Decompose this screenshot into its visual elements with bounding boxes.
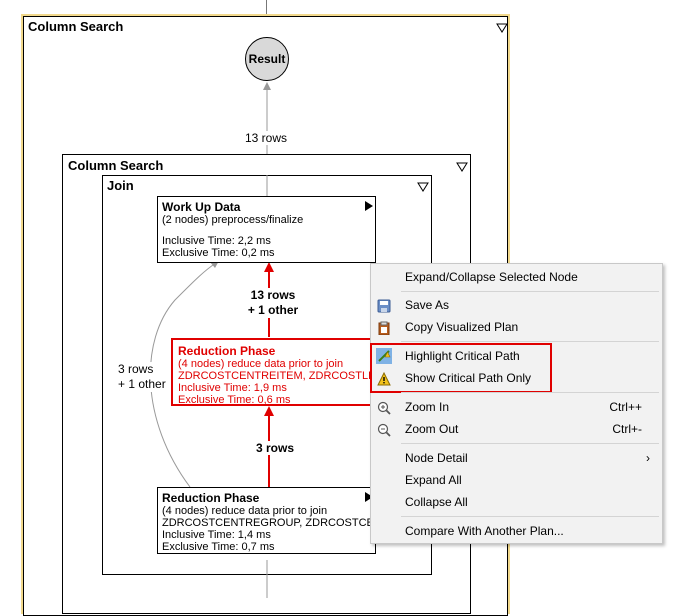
- edge-top-line2: + 1 other: [247, 303, 299, 317]
- edge-left-label: 3 rows + 1 other: [118, 362, 172, 392]
- menu-separator: [401, 516, 659, 517]
- top-connector-line: [266, 0, 267, 14]
- clipboard-icon: [377, 320, 391, 336]
- node-description: (4 nodes) reduce data prior to join: [178, 358, 344, 370]
- menu-item-collapse-all[interactable]: Collapse All: [371, 491, 662, 513]
- menu-item-zoom-in[interactable]: Zoom In Ctrl++: [371, 396, 662, 418]
- menu-item-shortcut: Ctrl+-: [612, 422, 642, 436]
- menu-item-shortcut: Ctrl++: [609, 400, 642, 414]
- save-icon: [377, 298, 391, 313]
- node-title: Reduction Phase: [162, 491, 260, 505]
- highlight-critical-path-icon: [376, 348, 392, 364]
- join-edges-layer: [149, 175, 274, 598]
- warning-icon: [377, 371, 391, 386]
- menu-separator: [401, 291, 659, 292]
- menu-item-label: Show Critical Path Only: [405, 371, 532, 385]
- expand-arrow-icon[interactable]: [365, 492, 373, 502]
- join-frame-collapse-icon[interactable]: [417, 179, 429, 192]
- menu-item-compare-plan[interactable]: Compare With Another Plan...: [371, 520, 662, 542]
- menu-separator: [401, 341, 659, 342]
- menu-item-label: Expand/Collapse Selected Node: [405, 270, 578, 284]
- menu-item-label: Expand All: [405, 473, 462, 487]
- menu-item-node-detail[interactable]: Node Detail ›: [371, 447, 662, 469]
- edge-top-label: 13 rows + 1 other: [240, 288, 306, 318]
- menu-item-zoom-out[interactable]: Zoom Out Ctrl+-: [371, 418, 662, 440]
- reduction-phase-node[interactable]: Reduction Phase (4 nodes) reduce data pr…: [157, 487, 376, 554]
- node-inclusive-time: Inclusive Time: 1,4 ms: [162, 529, 271, 541]
- node-description: (2 nodes) preprocess/finalize: [162, 214, 304, 226]
- inner-frame-title: Column Search: [68, 158, 164, 173]
- submenu-chevron-icon: ›: [646, 451, 650, 465]
- menu-item-label: Node Detail: [405, 451, 468, 465]
- menu-item-label: Zoom Out: [405, 422, 459, 436]
- menu-separator: [401, 392, 659, 393]
- edge-mid-label: 3 rows: [252, 441, 298, 455]
- context-menu: Expand/Collapse Selected Node Save As Co…: [370, 263, 663, 544]
- menu-separator: [401, 443, 659, 444]
- edge-left-line1: 3 rows: [118, 362, 154, 376]
- menu-item-expand-collapse[interactable]: Expand/Collapse Selected Node: [371, 266, 662, 288]
- node-tables: ZDRCOSTCENTREITEM, ZDRCOSTLINE: [178, 370, 373, 382]
- work-up-data-node[interactable]: Work Up Data (2 nodes) preprocess/finali…: [157, 196, 376, 263]
- menu-item-label: Highlight Critical Path: [405, 349, 520, 363]
- inner-frame-collapse-icon[interactable]: [456, 159, 468, 172]
- edge-left-line2: + 1 other: [118, 377, 166, 391]
- zoom-in-icon: [377, 400, 391, 415]
- node-exclusive-time: Exclusive Time: 0,6 ms: [178, 394, 291, 406]
- node-exclusive-time: Exclusive Time: 0,7 ms: [162, 541, 275, 553]
- result-node[interactable]: Result: [245, 37, 289, 81]
- menu-item-label: Collapse All: [405, 495, 468, 509]
- menu-item-label: Compare With Another Plan...: [405, 524, 564, 538]
- menu-item-save-as[interactable]: Save As: [371, 294, 662, 316]
- menu-item-label: Save As: [405, 298, 450, 312]
- reduction-phase-critical-node[interactable]: Reduction Phase (4 nodes) reduce data pr…: [171, 338, 373, 406]
- join-frame-title: Join: [107, 178, 134, 193]
- node-inclusive-time: Inclusive Time: 1,9 ms: [178, 382, 287, 394]
- result-edge-label: 13 rows: [243, 131, 290, 145]
- outer-frame-collapse-icon[interactable]: [496, 20, 508, 33]
- node-tables: ZDRCOSTCENTREGROUP, ZDRCOSTCEN...: [162, 517, 376, 529]
- zoom-out-icon: [377, 422, 391, 437]
- menu-item-highlight-critical-path[interactable]: Highlight Critical Path: [371, 345, 662, 367]
- menu-item-label: Copy Visualized Plan: [405, 320, 519, 334]
- node-description: (4 nodes) reduce data prior to join: [162, 505, 328, 517]
- menu-item-label: Zoom In: [405, 400, 450, 414]
- node-title: Work Up Data: [162, 200, 241, 214]
- expand-arrow-icon[interactable]: [365, 201, 373, 211]
- menu-item-show-critical-path-only[interactable]: Show Critical Path Only: [371, 367, 662, 389]
- menu-item-copy-plan[interactable]: Copy Visualized Plan: [371, 316, 662, 338]
- edge-top-line1: 13 rows: [250, 288, 296, 302]
- node-inclusive-time: Inclusive Time: 2,2 ms: [162, 235, 271, 247]
- node-title: Reduction Phase: [178, 344, 276, 358]
- node-exclusive-time: Exclusive Time: 0,2 ms: [162, 247, 275, 259]
- menu-item-expand-all[interactable]: Expand All: [371, 469, 662, 491]
- outer-frame-title: Column Search: [28, 19, 124, 34]
